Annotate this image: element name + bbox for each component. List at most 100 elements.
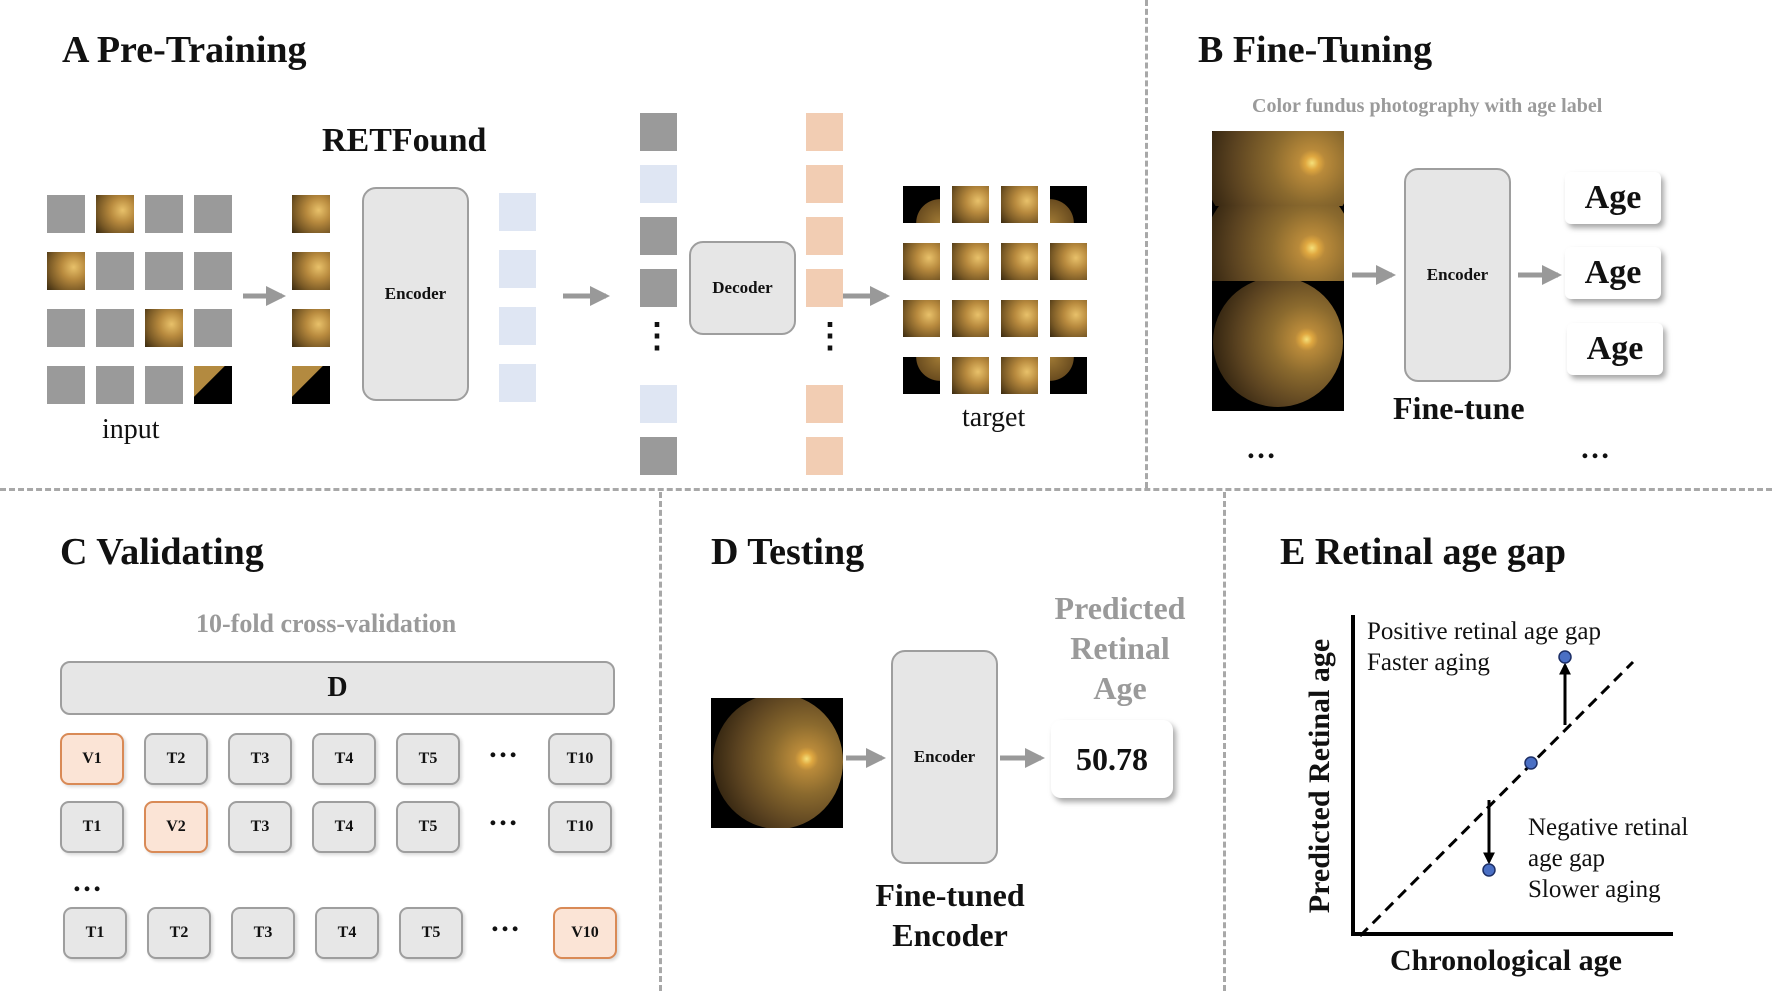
reconstructed-token <box>806 437 843 475</box>
pretrain-decoder: Decoder <box>689 241 796 335</box>
training-fold: T5 <box>399 907 463 959</box>
predicted-age-label: Predicted Retinal Age <box>1040 588 1200 708</box>
point-negative-gap <box>1482 863 1496 877</box>
target-patch <box>903 357 940 394</box>
panel-c-caption: 10-fold cross-validation <box>196 609 457 638</box>
training-fold: T2 <box>147 907 211 959</box>
visible-patch <box>292 309 330 347</box>
target-patch <box>1050 186 1087 223</box>
input-visible-patch <box>47 252 85 290</box>
input-masked-patch <box>47 366 85 404</box>
latent-token <box>499 364 536 402</box>
panel-e-title: E Retinal age gap <box>1280 531 1567 573</box>
finetune-encoder: Encoder <box>1404 168 1511 382</box>
training-fold: T5 <box>396 733 460 785</box>
predicted-line-3: Age <box>1093 670 1147 706</box>
target-patch <box>952 357 989 394</box>
input-visible-patch <box>145 309 183 347</box>
fold-ellipsis: … <box>490 905 522 938</box>
positive-gap-label: Positive retinal age gap Faster aging <box>1367 616 1601 678</box>
input-masked-patch <box>145 366 183 404</box>
vdots-decoder-input: ⋮ <box>640 318 674 355</box>
reconstructed-token <box>806 269 843 307</box>
latent-token <box>499 307 536 345</box>
divider-horizontal <box>0 488 1772 491</box>
fine-tuned-encoder-label: Fine-tuned Encoder <box>850 875 1050 955</box>
reconstructed-token <box>806 113 843 151</box>
predicted-line-1: Predicted <box>1054 590 1186 626</box>
mask-token <box>640 437 677 475</box>
visible-patch <box>292 252 330 290</box>
target-patch <box>1050 300 1087 337</box>
target-patch <box>903 243 940 280</box>
dataset-bar: D <box>60 661 615 715</box>
panel-b-title: B Fine-Tuning <box>1198 29 1433 71</box>
negative-line-2: age gap <box>1528 845 1606 872</box>
input-label: input <box>102 414 160 445</box>
panel-b-ellipsis-right: … <box>1580 432 1612 465</box>
panel-d-title: D Testing <box>711 531 865 573</box>
panel-c-title: C Validating <box>60 531 264 573</box>
training-fold: T1 <box>63 907 127 959</box>
divider-a-b <box>1145 0 1148 488</box>
age-output-3: Age <box>1567 323 1663 375</box>
visible-patch <box>292 195 330 233</box>
fundus-image-1 <box>1212 131 1344 206</box>
input-masked-patch <box>145 252 183 290</box>
fold-ellipsis: … <box>488 731 520 764</box>
reconstructed-token <box>806 165 843 203</box>
negative-line-3: Slower aging <box>1528 876 1661 903</box>
latent-token <box>499 250 536 288</box>
reconstructed-token <box>806 217 843 255</box>
input-masked-patch <box>145 195 183 233</box>
panel-b-caption: Color fundus photography with age label <box>1252 95 1603 117</box>
target-patch <box>952 243 989 280</box>
divider-c-d <box>659 492 662 991</box>
mask-token <box>640 217 677 255</box>
input-masked-patch <box>47 309 85 347</box>
target-patch <box>952 300 989 337</box>
input-masked-patch <box>194 309 232 347</box>
mask-token <box>640 113 677 151</box>
target-patch <box>1050 357 1087 394</box>
input-masked-patch <box>47 195 85 233</box>
target-patch <box>1001 357 1038 394</box>
validation-fold: V10 <box>553 907 617 959</box>
input-masked-patch <box>96 309 134 347</box>
training-fold: T1 <box>60 801 124 853</box>
pretrain-encoder: Encoder <box>362 187 469 401</box>
training-fold: T3 <box>228 733 292 785</box>
positive-line-2: Faster aging <box>1367 649 1490 676</box>
training-fold: T5 <box>396 801 460 853</box>
training-fold: T4 <box>312 733 376 785</box>
predicted-line-2: Retinal <box>1070 630 1170 666</box>
identity-line <box>1358 660 1635 938</box>
fold-row-ellipsis: … <box>72 865 104 898</box>
positive-line-1: Positive retinal age gap <box>1367 618 1601 645</box>
input-visible-patch <box>96 195 134 233</box>
target-patch <box>1050 243 1087 280</box>
training-fold: T10 <box>548 801 612 853</box>
panel-b-ellipsis-left: … <box>1246 432 1278 465</box>
point-on-identity <box>1524 756 1538 770</box>
latent-token <box>640 165 677 203</box>
input-masked-patch <box>96 252 134 290</box>
target-patch <box>903 186 940 223</box>
target-patch <box>1001 243 1038 280</box>
x-axis-label: Chronological age <box>1390 944 1622 977</box>
test-fundus-image <box>711 698 843 828</box>
fine-tuned-line-1: Fine-tuned <box>875 877 1025 913</box>
target-patch <box>1001 186 1038 223</box>
training-fold: T2 <box>144 733 208 785</box>
fine-tuned-line-2: Encoder <box>892 917 1008 953</box>
fine-tune-label: Fine-tune <box>1393 390 1525 426</box>
target-patch <box>903 300 940 337</box>
vdots-reconstruction: ⋮ <box>813 318 847 355</box>
training-fold: T3 <box>231 907 295 959</box>
latent-token <box>499 193 536 231</box>
training-fold: T4 <box>315 907 379 959</box>
point-positive-gap <box>1558 650 1572 664</box>
panel-a-title: A Pre-Training <box>62 29 307 71</box>
model-name: RETFound <box>322 122 487 159</box>
